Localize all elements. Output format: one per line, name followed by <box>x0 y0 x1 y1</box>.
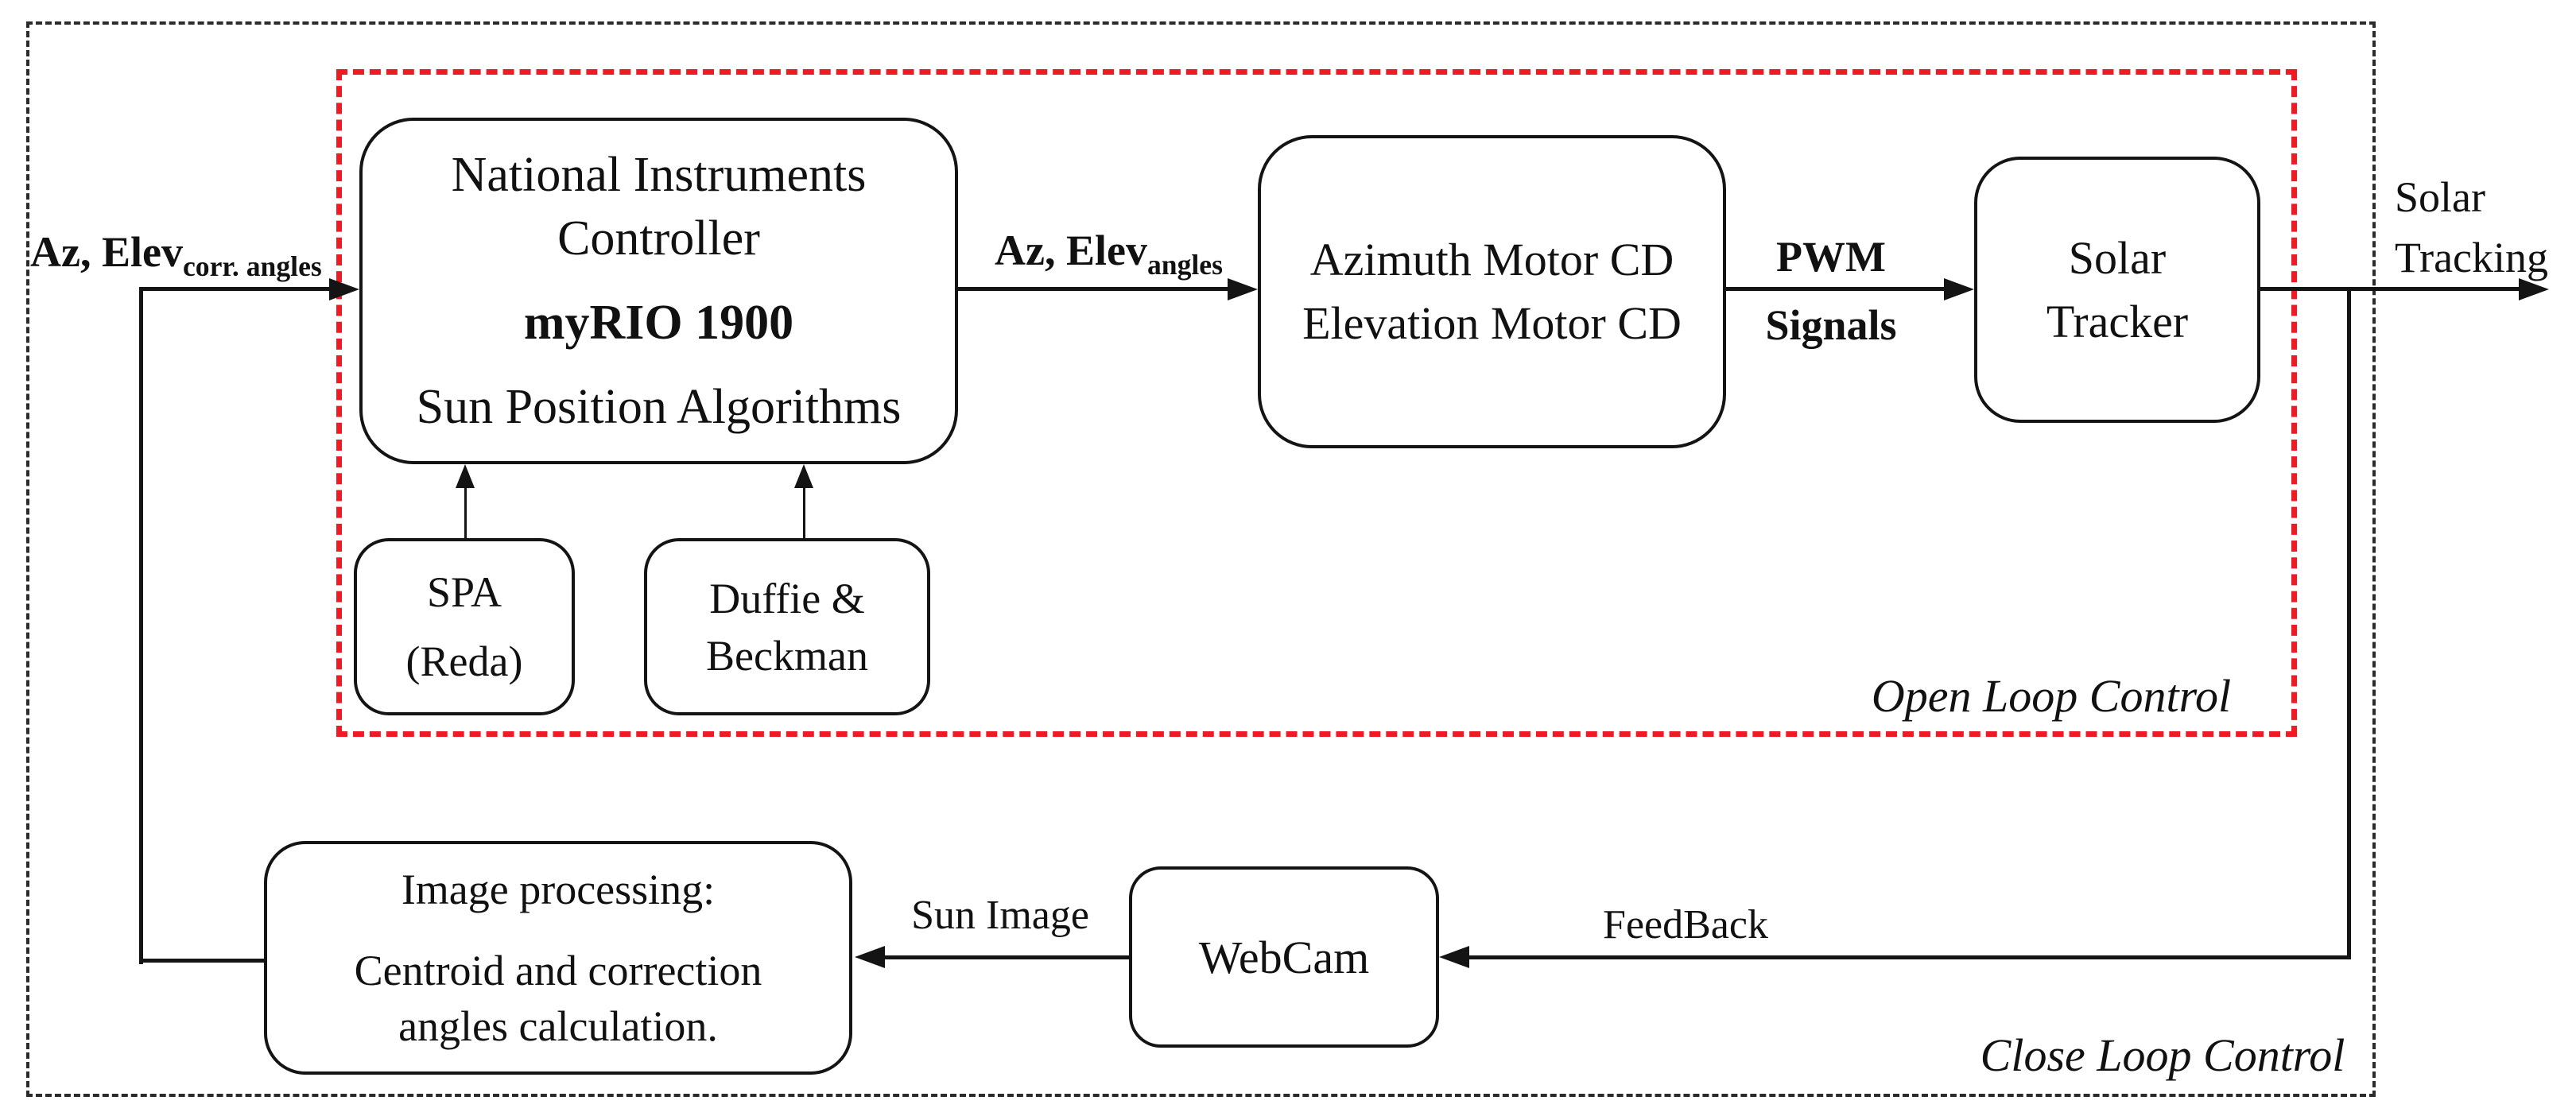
tracker-line2: Tracker <box>2046 295 2189 347</box>
block-ni-controller: National Instruments Controller myRIO 19… <box>359 118 958 464</box>
arrowhead-solar-tracking-icon <box>2519 278 2549 300</box>
controller-model: myRIO 1900 <box>523 296 794 350</box>
close-loop-caption: Close Loop Control <box>1980 1029 2345 1081</box>
line-correction-riser <box>139 287 143 964</box>
signal-feedback-label: FeedBack <box>1603 902 1768 947</box>
signal-corr-angles-sub: corr. angles <box>182 250 322 282</box>
motors-line1: Azimuth Motor CD <box>1309 234 1674 285</box>
duffie-line1: Duffie & <box>709 574 865 622</box>
image-processing-title: Image processing: <box>401 866 716 913</box>
arrowhead-spa-icon <box>456 464 475 488</box>
line-corr-angles <box>141 287 329 291</box>
signal-pwm-line1: PWM <box>1776 233 1886 281</box>
signal-angles-sub: angles <box>1146 248 1223 281</box>
line-angles <box>958 287 1228 291</box>
signal-corr-angles-main: Az, Elev <box>30 228 183 276</box>
arrowhead-into-controller-icon <box>329 278 359 300</box>
controller-title-line1: National Instruments <box>451 148 867 202</box>
line-pwm <box>1726 287 1944 291</box>
block-duffie-beckman: Duffie & Beckman <box>644 538 930 715</box>
signal-corr-angles-label: Az, Elevcorr. angles <box>30 227 322 283</box>
line-sun-image <box>885 955 1129 959</box>
tracker-line1: Solar <box>2068 231 2167 284</box>
motors-line2: Elevation Motor CD <box>1302 297 1682 349</box>
arrowhead-into-tracker-icon <box>1944 278 1974 300</box>
line-feedback <box>1469 955 2351 959</box>
solar-tracking-line2: Tracking <box>2395 234 2549 281</box>
webcam-label: WebCam <box>1198 931 1370 983</box>
controller-algorithms: Sun Position Algorithms <box>416 380 902 434</box>
block-webcam: WebCam <box>1129 866 1439 1048</box>
line-correction-out <box>141 959 264 963</box>
signal-sun-image-label: Sun Image <box>911 893 1089 938</box>
solar-tracking-line1: Solar <box>2395 173 2485 221</box>
line-duffie-stem <box>803 488 805 538</box>
block-motor-drivers: Azimuth Motor CD Elevation Motor CD <box>1258 135 1726 448</box>
spa-line2: (Reda) <box>405 637 523 686</box>
signal-solar-tracking-label: Solar Tracking <box>2395 167 2548 288</box>
signal-pwm-line2: Signals <box>1765 301 1897 349</box>
image-processing-line2: Centroid and correction <box>354 947 762 994</box>
line-solar-tracking <box>2260 287 2519 291</box>
duffie-line2: Beckman <box>706 631 868 680</box>
arrowhead-into-webcam-icon <box>1439 946 1469 968</box>
open-loop-caption: Open Loop Control <box>1871 670 2232 722</box>
signal-angles-main: Az, Elev <box>995 227 1147 274</box>
block-spa: SPA (Reda) <box>354 538 575 715</box>
open-loop-region-border <box>336 69 2297 737</box>
spa-line1: SPA <box>426 568 502 616</box>
block-solar-tracker: Solar Tracker <box>1974 157 2260 423</box>
line-feedback-drop <box>2347 289 2351 959</box>
arrowhead-into-motors-icon <box>1228 278 1258 300</box>
arrowhead-duffie-icon <box>794 464 813 488</box>
close-loop-region-border <box>26 21 2376 1097</box>
controller-title-line2: Controller <box>557 211 760 265</box>
image-processing-line3: angles calculation. <box>398 1002 718 1050</box>
arrowhead-into-image-processing-icon <box>855 946 885 968</box>
block-image-processing: Image processing: Centroid and correctio… <box>264 841 852 1075</box>
line-spa-stem <box>464 488 467 538</box>
signal-angles-label: Az, Elevangles <box>995 226 1223 281</box>
